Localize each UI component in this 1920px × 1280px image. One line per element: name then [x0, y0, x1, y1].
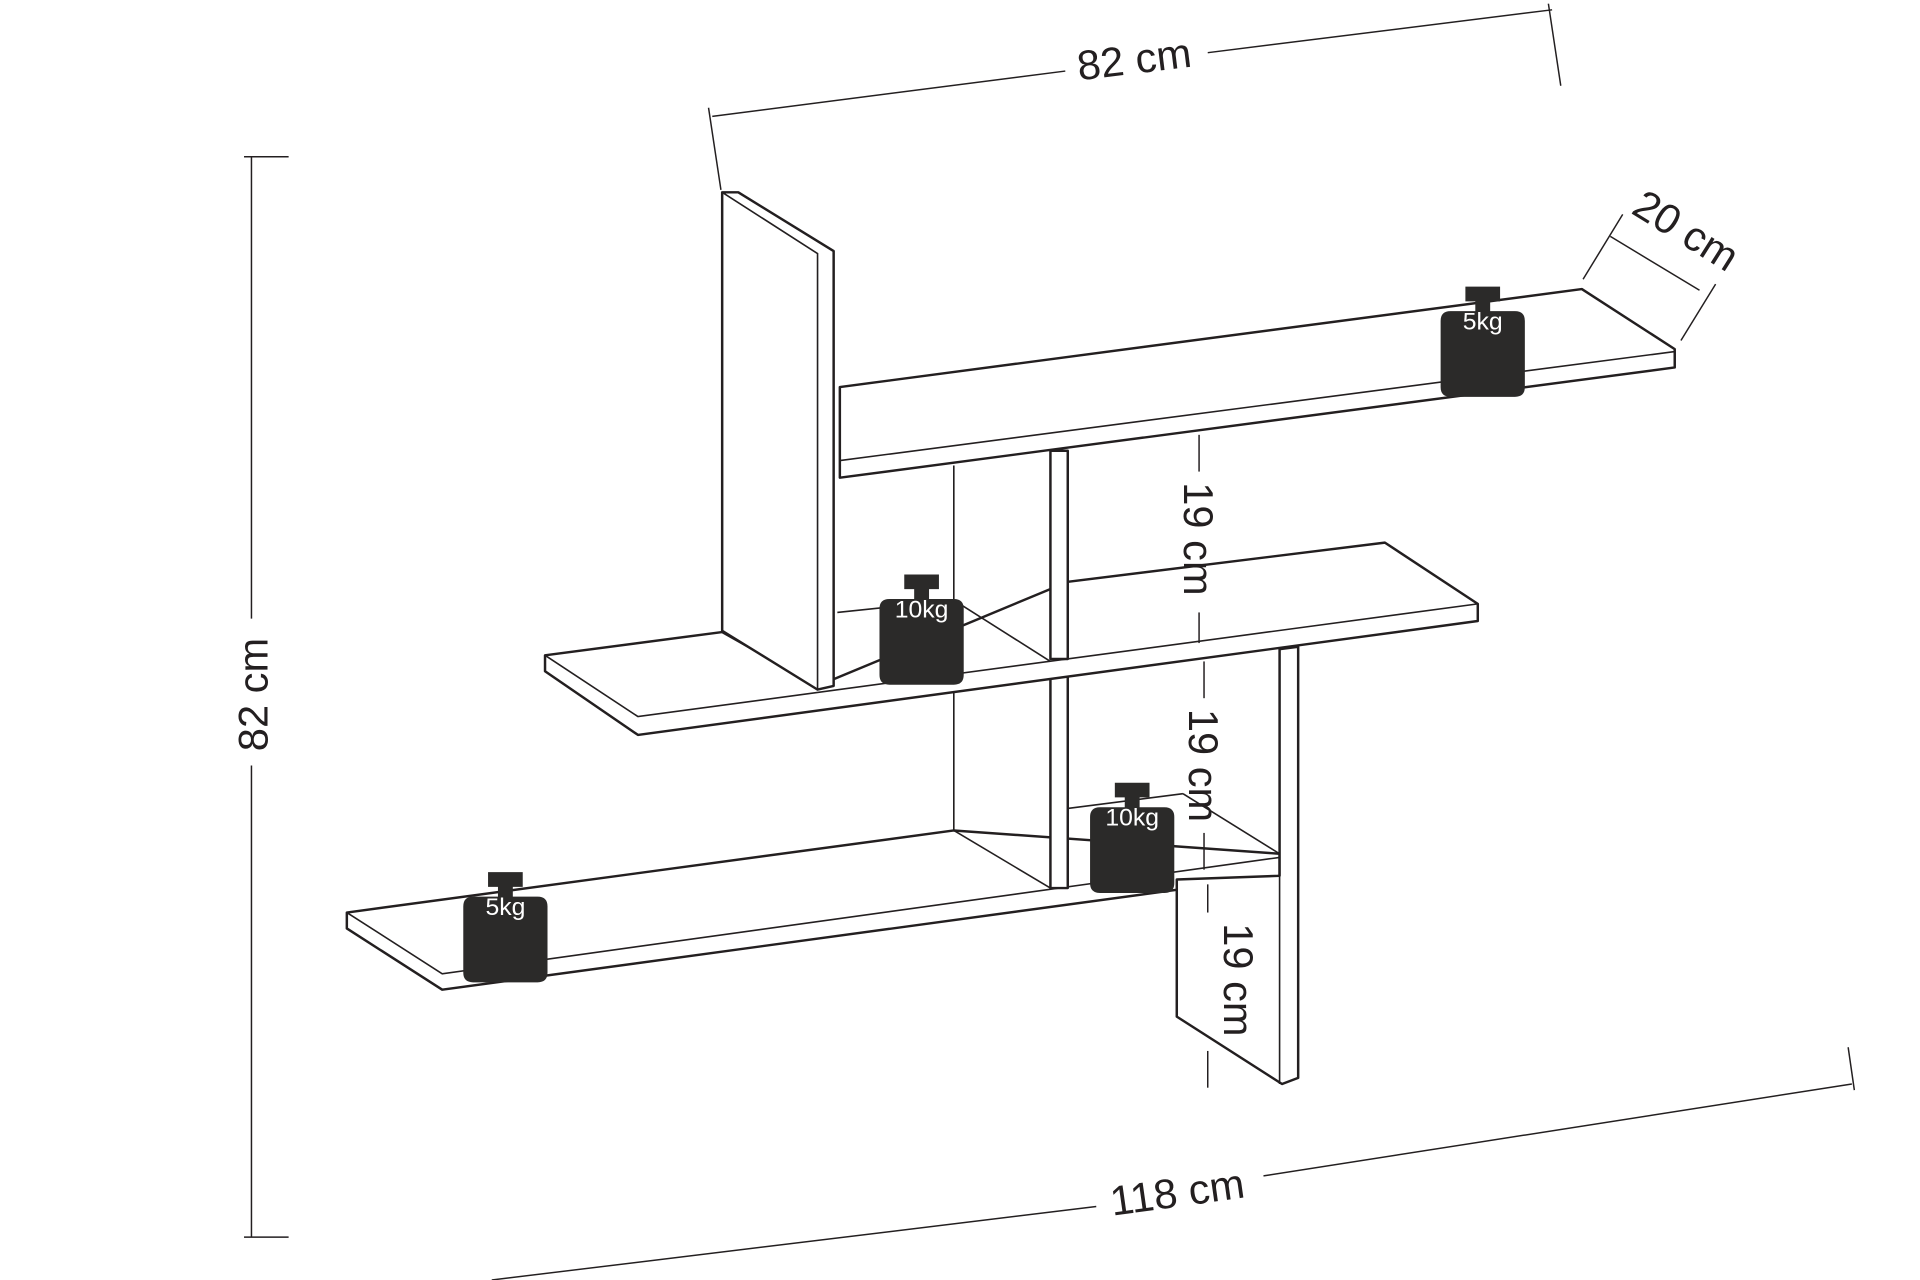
spacing-dimension-1: 19 cm — [1175, 434, 1222, 644]
spacing-label: 19 cm — [1175, 482, 1222, 595]
right-vertical-panel — [1175, 645, 1300, 1086]
weight-icon-middle: 10kg — [879, 574, 964, 685]
weight-label: 10kg — [1105, 805, 1159, 832]
top-shelf — [838, 287, 1676, 479]
weight-label: 10kg — [895, 596, 949, 623]
spacing-dimension-3: 19 cm — [1206, 884, 1262, 1088]
spacing-label: 19 cm — [1215, 923, 1262, 1036]
total-width-dimension: 118 cm — [491, 1047, 1856, 1280]
weight-label: 5kg — [485, 894, 525, 921]
depth-label: 20 cm — [1625, 180, 1747, 280]
height-label: 82 cm — [229, 638, 276, 751]
height-dimension: 82 cm — [229, 156, 289, 1238]
weight-icon-top: 5kg — [1440, 286, 1525, 397]
left-vertical-panel — [720, 191, 835, 691]
weight-icon-lower: 10kg — [1090, 782, 1175, 893]
top-width-label: 82 cm — [1074, 29, 1194, 89]
weight-label: 5kg — [1463, 309, 1503, 336]
total-width-label: 118 cm — [1107, 1160, 1247, 1225]
weight-icon-bottom: 5kg — [463, 872, 548, 983]
middle-shelf — [543, 541, 1480, 737]
spacing-dimension-2: 19 cm — [1180, 661, 1227, 870]
spacing-label: 19 cm — [1180, 709, 1227, 822]
top-width-dimension: 82 cm — [707, 3, 1562, 190]
